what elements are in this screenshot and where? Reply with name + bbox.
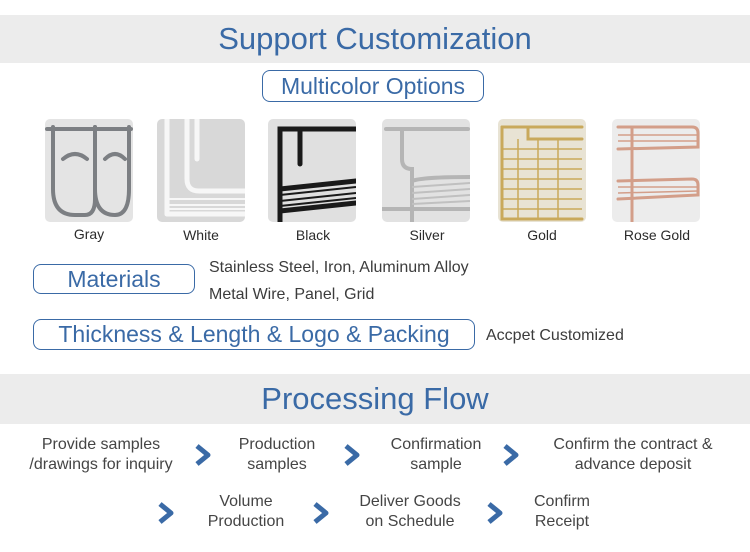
customization-header: Support Customization <box>0 15 750 63</box>
thickness-value: Accpet Customized <box>486 327 624 344</box>
materials-label: Materials <box>33 264 195 294</box>
chevron-right-icon <box>158 502 174 524</box>
swatch-gray <box>45 119 133 222</box>
flow-step-1: Provide samples /drawings for inquiry <box>29 436 173 473</box>
flow-step-2: Production samples <box>238 436 316 473</box>
chevron-right-icon <box>503 444 519 466</box>
customization-title: Support Customization <box>218 21 532 56</box>
flow-step-4: Confirm the contract & advance deposit <box>553 436 713 473</box>
multicolor-options-label: Multicolor Options <box>262 70 484 102</box>
flow-step-6: Deliver Goods on Schedule <box>359 493 461 530</box>
processing-flow-title: Processing Flow <box>261 381 489 416</box>
color-label-white: White <box>183 227 219 243</box>
color-label-gray: Gray <box>73 226 105 242</box>
color-label-silver: Silver <box>409 227 445 243</box>
flow-step-7: Confirm Receipt <box>533 493 590 530</box>
flow-step-3: Confirmation sample <box>390 436 482 473</box>
swatch-rose-gold <box>612 119 700 222</box>
swatch-white <box>157 119 245 222</box>
thickness-label: Thickness & Length & Logo & Packing <box>33 319 475 350</box>
materials-line-1: Stainless Steel, Iron, Aluminum Alloy <box>209 259 469 276</box>
chevron-right-icon <box>487 502 503 524</box>
flow-step-5: Volume Production <box>207 493 285 530</box>
materials-line-2: Metal Wire, Panel, Grid <box>209 286 375 303</box>
chevron-right-icon <box>313 502 329 524</box>
chevron-right-icon <box>195 444 211 466</box>
color-label-black: Black <box>295 227 331 243</box>
swatch-silver <box>382 119 470 222</box>
color-label-rose-gold: Rose Gold <box>623 227 691 243</box>
swatch-black <box>268 119 356 222</box>
processing-flow-header: Processing Flow <box>0 374 750 424</box>
chevron-right-icon <box>344 444 360 466</box>
swatch-gold <box>498 119 586 222</box>
color-label-gold: Gold <box>527 227 557 243</box>
